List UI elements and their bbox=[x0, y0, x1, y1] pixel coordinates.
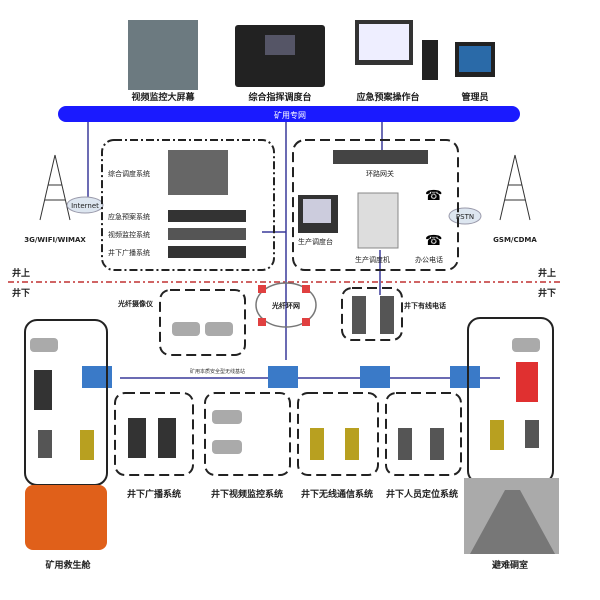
dispatch-systems-box bbox=[101, 139, 275, 271]
label-above-left: 井上 bbox=[12, 267, 30, 279]
tower-right bbox=[499, 154, 531, 221]
label-base-station: 矿用本质安全型无线基站 bbox=[190, 368, 245, 375]
positioning-box bbox=[385, 392, 462, 476]
label-emergency-console: 应急预案操作台 bbox=[356, 91, 419, 103]
label-fiber-ring: 光纤环网 bbox=[271, 301, 300, 310]
label-integrated-dispatch: 综合调度系统 bbox=[108, 169, 150, 178]
tower-left bbox=[39, 154, 71, 221]
phone-icon: ☎ bbox=[425, 233, 442, 249]
internet-cloud bbox=[66, 196, 104, 214]
label-wired-phone: 井下有线电话 bbox=[404, 301, 446, 310]
camera-box bbox=[159, 289, 246, 356]
label-broadcast-system: 井下广播系统 bbox=[127, 488, 181, 500]
label-emergency-plan: 应急预案系统 bbox=[108, 212, 150, 221]
wireless-box bbox=[297, 392, 379, 476]
phone-icon: ☎ bbox=[425, 188, 442, 204]
broadcast-box bbox=[114, 392, 194, 476]
label-office-phone: 办公电话 bbox=[415, 255, 443, 264]
top-devices: 视频监控大屏幕 综合指挥调度台 应急预案操作台 管理员 bbox=[128, 20, 495, 103]
label-positioning-system: 井下人员定位系统 bbox=[386, 488, 458, 500]
label-3g-wifi: 3G/WIFI/WIMAX bbox=[24, 236, 86, 244]
label-refuge-chamber: 避难硐室 bbox=[492, 559, 528, 571]
label-wireless-system: 井下无线通信系统 bbox=[301, 488, 373, 500]
base-stations bbox=[82, 366, 480, 388]
label-video-monitoring: 视频监控系统 bbox=[108, 230, 150, 239]
label-below-left: 井下 bbox=[12, 287, 30, 299]
mine-network-backbone bbox=[58, 106, 520, 122]
label-gateway: 环路网关 bbox=[366, 169, 394, 178]
fiber-ring bbox=[255, 282, 317, 328]
rescue-capsule bbox=[25, 485, 107, 550]
internet-label: Internet bbox=[71, 202, 99, 210]
label-fiber-camera: 光纤摄像仪 bbox=[117, 299, 154, 308]
label-rescue-capsule: 矿用救生舱 bbox=[45, 559, 91, 571]
pstn-label: PSTN bbox=[456, 213, 474, 221]
label-video-system: 井下视频监控系统 bbox=[211, 488, 283, 500]
label-dispatch-console: 综合指挥调度台 bbox=[248, 91, 311, 103]
loop-gateway bbox=[333, 150, 428, 164]
video-wall bbox=[128, 20, 198, 90]
label-above-right: 井上 bbox=[538, 267, 556, 279]
red-device bbox=[516, 362, 538, 402]
label-admin: 管理员 bbox=[461, 91, 488, 103]
wired-phone-box bbox=[341, 287, 403, 341]
label-gsm: GSM/CDMA bbox=[493, 236, 537, 244]
right-device-box bbox=[467, 317, 554, 484]
label-production-console: 生产调度台 bbox=[298, 237, 333, 246]
label-production-switch: 生产调度机 bbox=[355, 255, 390, 264]
label-broadcast: 井下广播系统 bbox=[108, 248, 150, 257]
video-box bbox=[204, 392, 291, 476]
label-video-wall: 视频监控大屏幕 bbox=[131, 91, 195, 103]
production-dispatch-box bbox=[292, 139, 459, 271]
backbone-label: 矿用专网 bbox=[274, 110, 306, 120]
label-below-right: 井下 bbox=[538, 287, 556, 299]
dispatch-console bbox=[235, 25, 325, 87]
